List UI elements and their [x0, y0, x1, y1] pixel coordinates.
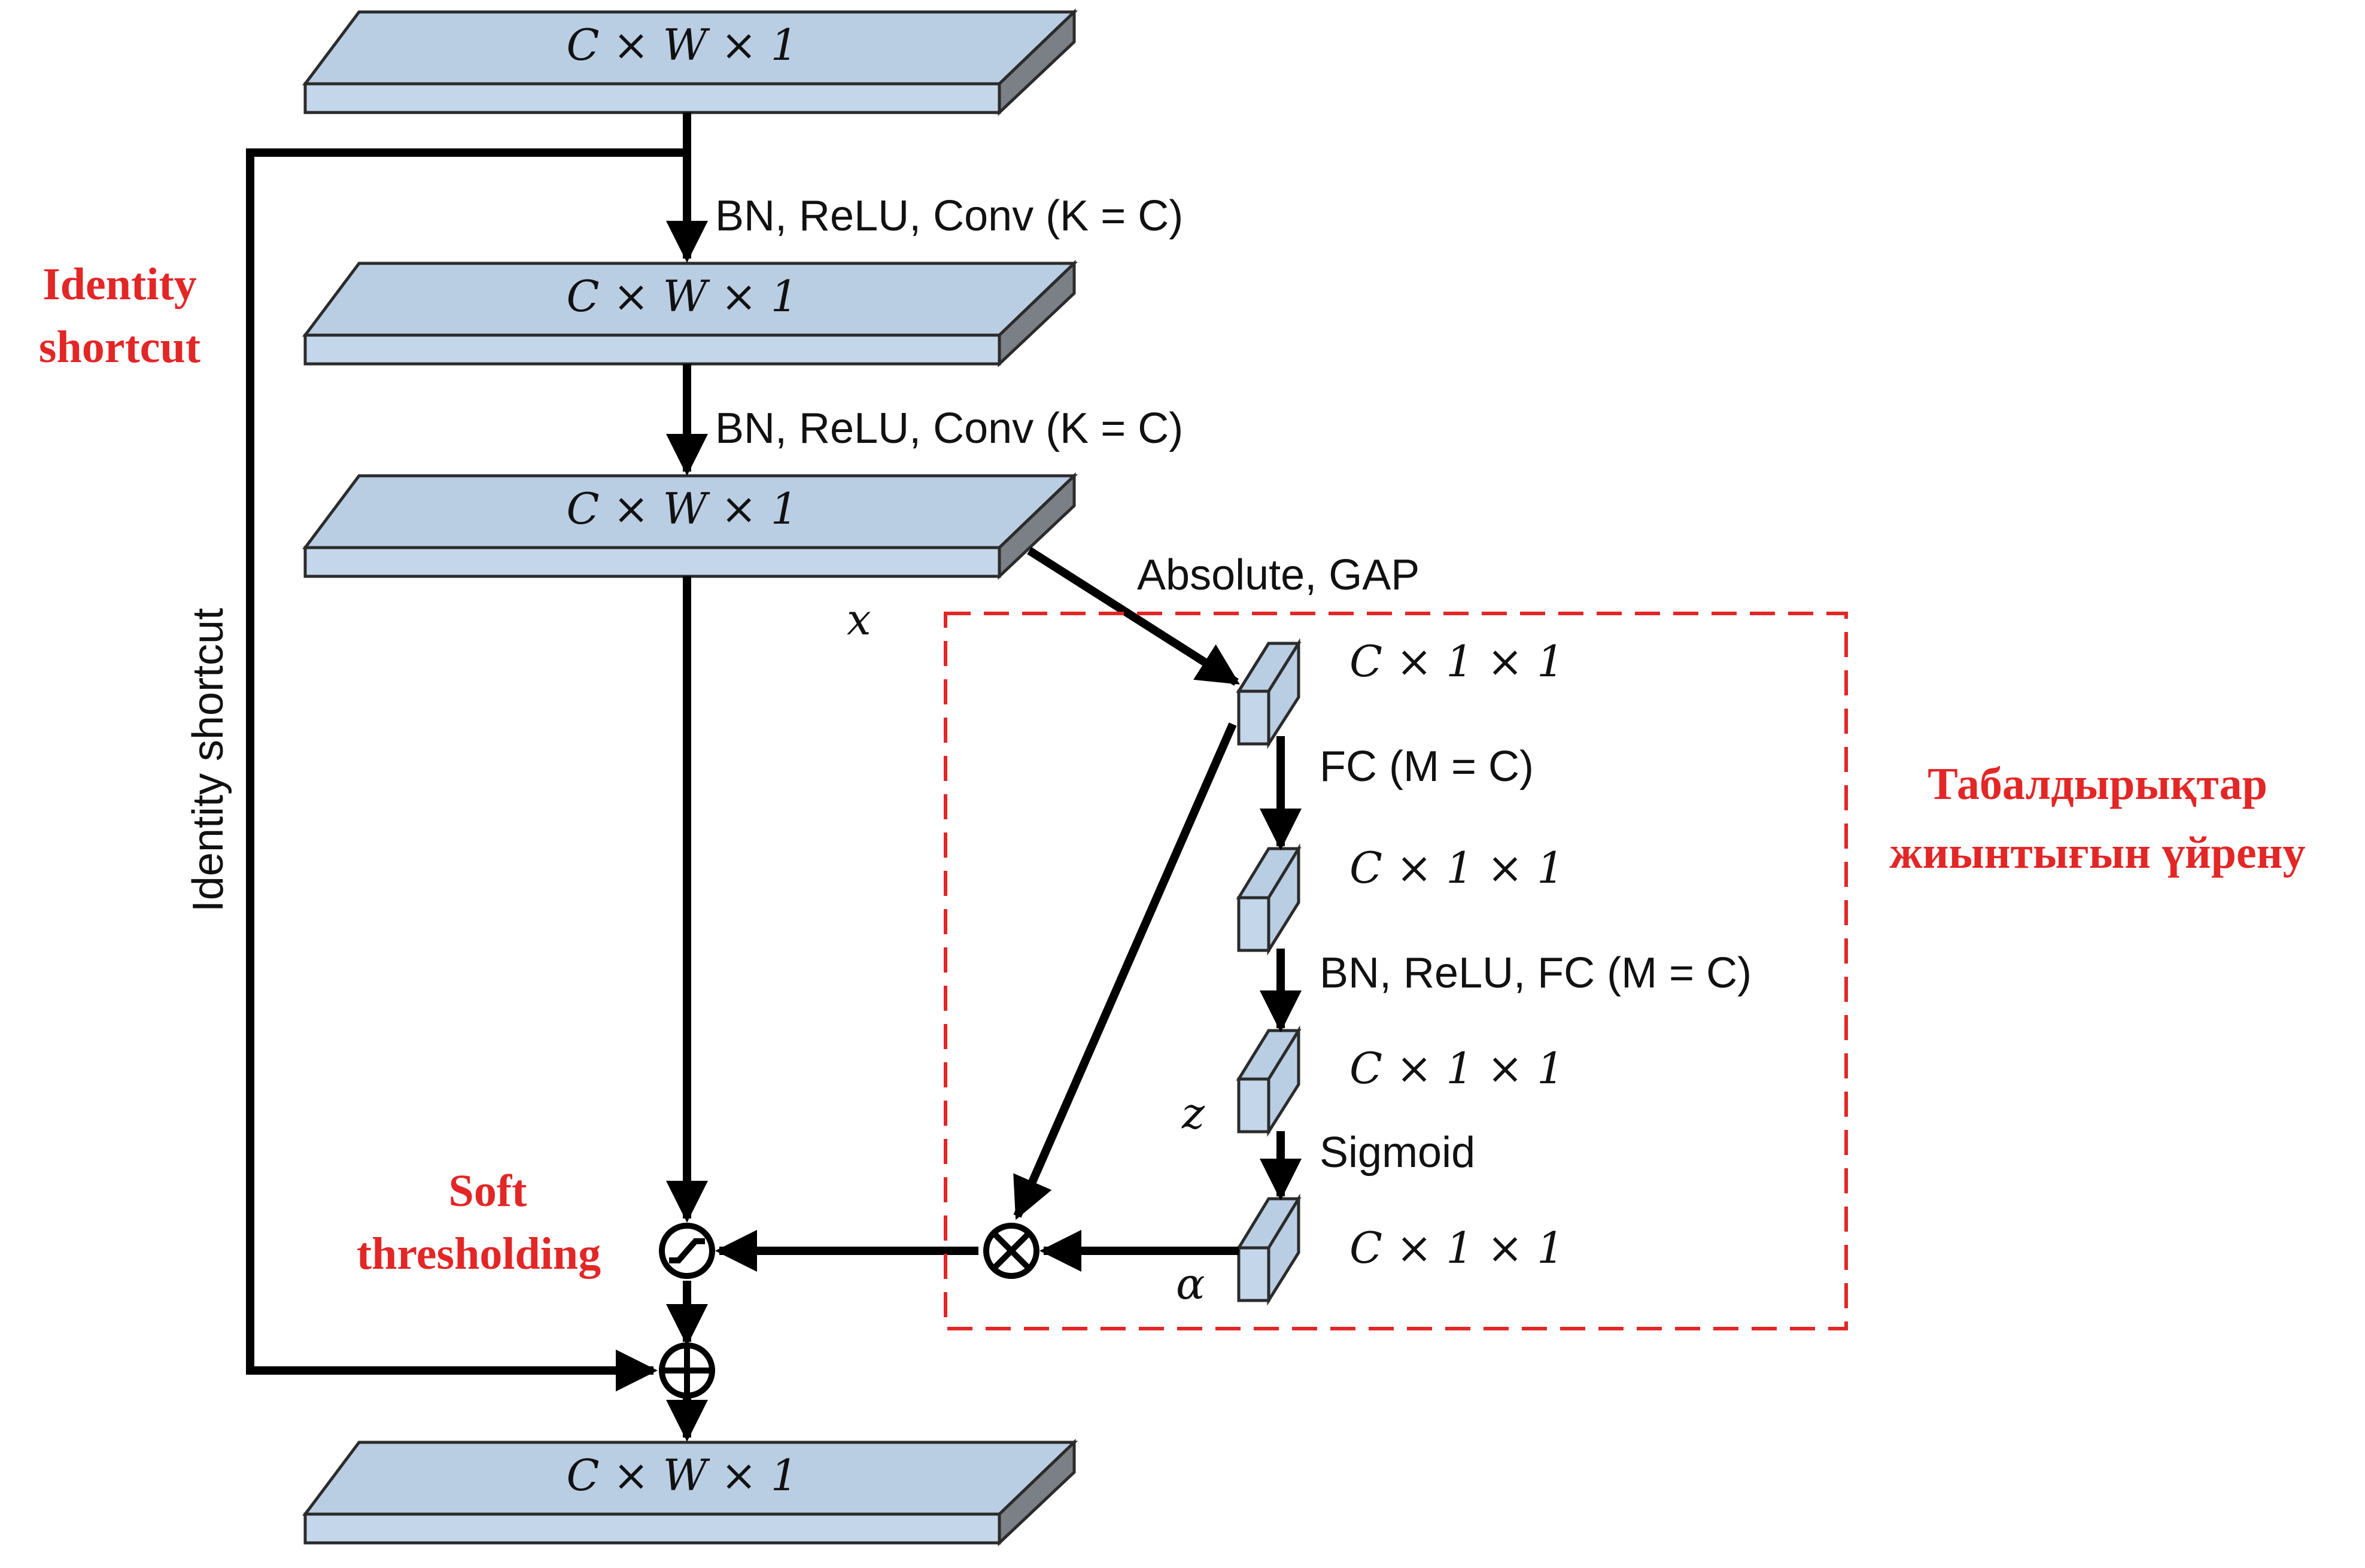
op-label-sigmoid: Sigmoid	[1320, 1129, 1475, 1177]
soft-annotation-line2: thresholding	[357, 1229, 601, 1279]
tensor-label-sigmoid: C × 1 × 1	[1349, 1223, 1564, 1273]
multiply-icon	[983, 1223, 1039, 1279]
feature-map-output: C × W × 1	[302, 1439, 1078, 1546]
add-icon	[659, 1342, 715, 1399]
threshold-learning-box	[944, 612, 1848, 1330]
tensor-label-gap: C × 1 × 1	[1349, 636, 1564, 686]
var-label-z: z	[1181, 1088, 1205, 1138]
feature-map-conv2: C × W × 1	[302, 472, 1078, 580]
op-label-fc2: BN, ReLU, FC (M = C)	[1320, 949, 1752, 997]
tensor-label-fc1: C × 1 × 1	[1349, 843, 1564, 893]
tensor-label-fc2: C × 1 × 1	[1349, 1043, 1564, 1093]
op-label-fc1: FC (M = C)	[1320, 743, 1534, 791]
var-label-alpha: α	[1176, 1259, 1205, 1309]
soft-threshold-icon	[659, 1223, 715, 1279]
op-label-conv1: BN, ReLU, Conv (K = C)	[715, 192, 1183, 240]
vector-fc1	[1236, 843, 1302, 956]
threshold-annotation-line2: жиынтығын үйрену	[1890, 828, 2306, 878]
vector-gap	[1236, 638, 1302, 749]
tensor-label-conv1: C × W × 1	[566, 271, 798, 321]
tensor-label-conv2: C × W × 1	[566, 484, 798, 534]
feature-map-input: C × W × 1	[302, 8, 1078, 116]
var-label-x: x	[847, 594, 871, 645]
op-label-conv2: BN, ReLU, Conv (K = C)	[715, 405, 1183, 452]
tensor-label-output: C × W × 1	[566, 1450, 798, 1500]
shortcut-vertical-label: Identity shortcut	[184, 608, 232, 912]
connectors	[246, 113, 1302, 1442]
identity-annotation-line2: shortcut	[39, 322, 200, 372]
soft-annotation-line1: Soft	[449, 1166, 527, 1216]
tensor-label-input: C × W × 1	[566, 20, 798, 70]
feature-map-conv1: C × W × 1	[302, 260, 1078, 367]
vector-fc2	[1236, 1025, 1302, 1137]
threshold-annotation-line1: Табалдырықтар	[1928, 759, 2267, 809]
op-label-abs-gap: Absolute, GAP	[1137, 551, 1419, 599]
identity-annotation-line1: Identity	[42, 259, 197, 309]
vector-sigmoid	[1236, 1193, 1302, 1306]
